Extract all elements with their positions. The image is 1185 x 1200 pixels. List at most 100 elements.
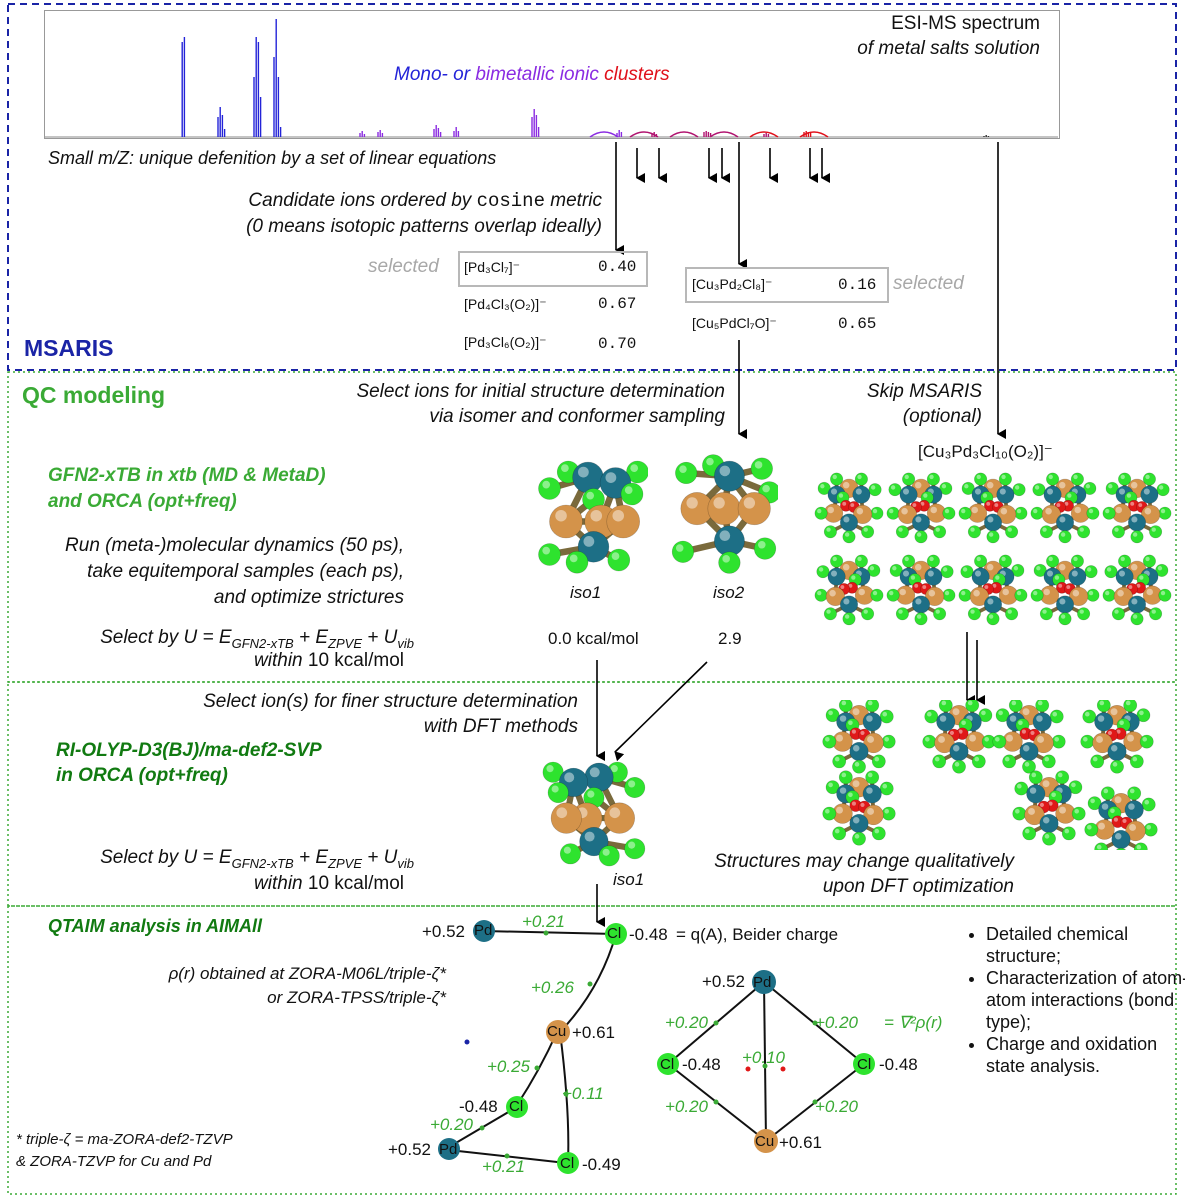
- atom-highlight: [854, 834, 860, 839]
- g2-atom-pd-symbol: Pd: [753, 974, 772, 991]
- run-md-line3: and optimize strictures: [213, 587, 404, 608]
- atom-highlight: [1016, 508, 1022, 514]
- atom-highlight: [984, 585, 989, 589]
- atom-sphere: [607, 548, 631, 572]
- atom-highlight: [1099, 700, 1105, 706]
- run-md-line2: take equitemporal samples (each ps),: [87, 561, 404, 582]
- g1-atom-pd1-symbol: Pd: [474, 922, 493, 939]
- conformer-grid: [814, 472, 1172, 626]
- atom-highlight: [904, 474, 909, 480]
- atom-highlight: [976, 556, 981, 562]
- atom-highlight: [952, 745, 960, 752]
- atom-sphere: [863, 732, 884, 754]
- atom-sphere: [1136, 708, 1151, 723]
- atom-highlight: [841, 772, 847, 778]
- atom-highlight: [928, 589, 936, 597]
- msaris-frame: [7, 3, 1177, 371]
- atom-highlight: [944, 590, 950, 596]
- atom-sphere: [926, 472, 940, 486]
- atom-sphere: [825, 586, 845, 607]
- atom-sphere: [1118, 472, 1132, 486]
- atom-sphere: [1077, 525, 1091, 539]
- atom-sphere: [995, 708, 1010, 723]
- atom-highlight: [1048, 474, 1053, 480]
- structures-change-line1: Structures may change qualitatively: [714, 851, 1014, 872]
- g1-atom-pd2-charge: +0.52: [388, 1140, 432, 1159]
- atom-highlight: [1103, 788, 1109, 794]
- atom-sphere: [1124, 800, 1144, 820]
- g1-atom-cu-charge: +0.61: [572, 1023, 616, 1042]
- gfn2-method-line1: GFN2-xTB in xtb (MD & MetaD): [48, 465, 326, 486]
- atom-sphere: [750, 457, 773, 480]
- atom-sphere: [1032, 483, 1046, 497]
- atom-highlight: [1029, 787, 1037, 794]
- atom-sphere: [1102, 506, 1116, 520]
- atom-highlight: [1151, 609, 1156, 614]
- atom-sphere: [1140, 485, 1159, 504]
- atom-sphere: [886, 588, 900, 602]
- candidate-left-2: [Pd₄Cl₃(O₂)]⁻: [464, 296, 547, 312]
- atom-highlight: [1112, 762, 1118, 767]
- atom-highlight: [892, 566, 897, 571]
- atom-sphere: [1156, 483, 1170, 497]
- atom-sphere: [986, 530, 1000, 544]
- atom-sphere: [1077, 607, 1091, 621]
- atom-sphere: [814, 506, 828, 520]
- atom-highlight: [1015, 808, 1020, 814]
- atom-sphere: [934, 732, 955, 754]
- atom-highlight: [587, 790, 595, 798]
- conformer-structure: [958, 472, 1028, 544]
- atom-highlight: [961, 720, 966, 726]
- candidate-left-1: [Pd₃Cl₇]⁻: [464, 259, 521, 275]
- atom-sphere: [1105, 481, 1119, 495]
- atom-highlight: [987, 598, 994, 605]
- atom-highlight: [927, 570, 934, 577]
- atom-highlight: [1114, 833, 1122, 840]
- spectrum-subtitle: of metal salts solution: [857, 38, 1040, 59]
- qtaim-title: QTAIM analysis in AIMAll: [48, 916, 263, 936]
- atom-highlight: [542, 480, 551, 489]
- atom-highlight: [898, 527, 903, 532]
- atom-sphere: [832, 754, 847, 769]
- atom-highlight: [1058, 481, 1066, 489]
- atom-highlight: [830, 488, 838, 495]
- atom-sphere: [1096, 700, 1111, 713]
- atom-sphere: [969, 586, 989, 607]
- atom-highlight: [1119, 720, 1124, 726]
- atom-highlight: [1037, 735, 1045, 743]
- atom-highlight: [899, 588, 906, 596]
- atom-highlight: [630, 464, 639, 472]
- atom-highlight: [961, 590, 966, 596]
- iso2-label: iso2: [713, 583, 745, 602]
- atom-highlight: [869, 566, 875, 571]
- atom-highlight: [1097, 715, 1105, 722]
- atom-highlight: [1083, 736, 1088, 742]
- atom-highlight: [974, 488, 982, 495]
- atom-highlight: [1004, 756, 1010, 762]
- atom-highlight: [872, 590, 878, 596]
- charge-note: = q(A), Beider charge: [676, 925, 839, 944]
- atom-highlight: [1073, 474, 1078, 480]
- atom-sphere: [853, 504, 873, 525]
- atom-sphere: [1033, 732, 1054, 754]
- atom-highlight: [898, 609, 903, 614]
- atom-highlight: [1064, 501, 1069, 506]
- atom-highlight: [1129, 823, 1137, 831]
- dft-structure: [1080, 700, 1154, 774]
- atom-highlight: [826, 527, 831, 532]
- atom-sphere: [1133, 842, 1148, 850]
- atom-sphere: [1118, 554, 1132, 568]
- atom-highlight: [842, 563, 850, 571]
- dft-method-line1: RI-OLYP-D3(BJ)/ma-def2-SVP: [56, 740, 322, 761]
- atom-highlight: [832, 474, 837, 480]
- atom-highlight: [758, 541, 766, 549]
- atom-highlight: [1002, 588, 1009, 596]
- atom-highlight: [1001, 474, 1006, 480]
- atom-highlight: [1079, 527, 1084, 532]
- atom-sphere: [1149, 525, 1163, 539]
- atom-sphere: [565, 550, 589, 574]
- atom-highlight: [889, 508, 894, 514]
- atom-highlight: [830, 570, 838, 577]
- atom-highlight: [1144, 799, 1150, 805]
- atom-sphere: [986, 612, 1000, 626]
